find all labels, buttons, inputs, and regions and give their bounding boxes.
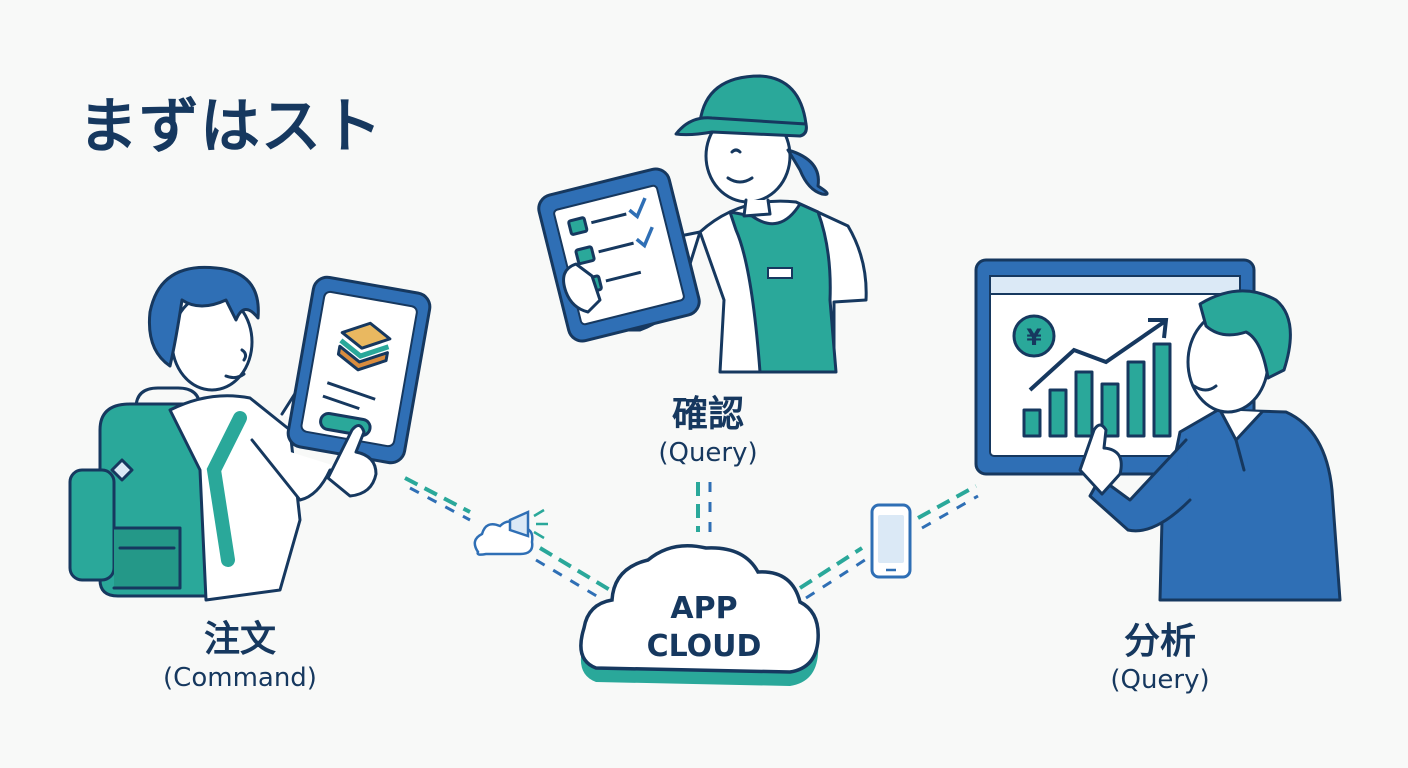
analyst-figure: ¥ — [974, 258, 1342, 602]
cloud-megaphone-icon — [473, 508, 548, 556]
connector-command-cloud — [404, 476, 612, 600]
cloud-label: APP CLOUD — [598, 590, 810, 666]
analytics-monitor: ¥ — [974, 258, 1256, 476]
smartphone-icon — [870, 503, 912, 579]
yen-icon: ¥ — [1012, 314, 1056, 358]
staff-tablet — [537, 167, 701, 343]
cloud-label-line2: CLOUD — [646, 629, 762, 664]
confirm-label-main: 確認 — [671, 394, 744, 435]
analysis-label-main: 分析 — [1123, 621, 1196, 662]
analysis-label: 分析 (Query) — [1040, 620, 1280, 696]
command-label-main: 注文 — [203, 619, 276, 660]
growth-chart-icon — [1022, 318, 1172, 438]
cloud-label-line1: APP — [670, 591, 738, 626]
connector-confirm-cloud — [696, 482, 712, 532]
student-figure — [68, 265, 432, 602]
confirm-label: 確認 (Query) — [588, 393, 828, 469]
command-label: 注文 (Command) — [120, 618, 360, 694]
student-tablet — [286, 275, 432, 465]
staff-figure — [537, 74, 868, 374]
svg-text:¥: ¥ — [1026, 326, 1042, 351]
connector-cloud-analysis — [798, 484, 979, 600]
sandwich-icon — [336, 321, 392, 372]
page-title: まずはスト — [78, 92, 383, 162]
analysis-label-sub: (Query) — [1110, 665, 1210, 695]
app-cloud — [579, 544, 820, 686]
command-label-sub: (Command) — [163, 663, 317, 693]
confirm-label-sub: (Query) — [658, 438, 758, 468]
